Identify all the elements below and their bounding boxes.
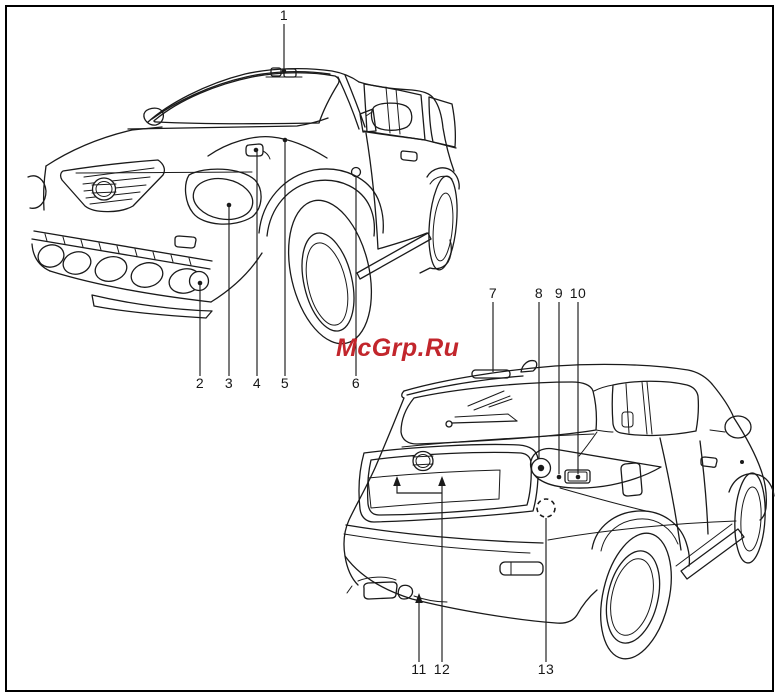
rear-combination-lamp <box>529 447 662 489</box>
side-turn-signal-lamp <box>350 166 362 178</box>
rear-car-illustration <box>343 359 775 660</box>
callout-10-label: 10 <box>569 285 587 301</box>
nissan-badge-rear <box>412 450 434 472</box>
callout-9-label: 9 <box>554 285 564 301</box>
high-mount-stop-lamp <box>471 369 511 379</box>
fuel-filler-lid <box>620 462 643 497</box>
figure-border <box>5 5 774 692</box>
tow-hook <box>346 576 448 603</box>
callout-6-label: 6 <box>351 375 361 391</box>
callout-13-label: 13 <box>537 661 555 677</box>
nissan-badge-front <box>91 177 117 201</box>
callout-1-label: 1 <box>279 7 289 23</box>
front-car-illustration <box>27 67 460 345</box>
callout-4-label: 4 <box>252 375 262 391</box>
door-handle <box>700 456 718 468</box>
door-mirror <box>724 415 752 439</box>
callout-leader-lines <box>197 24 581 662</box>
roof-fin-antenna <box>520 359 538 373</box>
callout-2-label: 2 <box>195 375 205 391</box>
callout-8-label: 8 <box>534 285 544 301</box>
rear-wiper <box>445 413 518 428</box>
callout-11-label: 11 <box>411 661 427 677</box>
callout-5-label: 5 <box>280 375 290 391</box>
callout-7-label: 7 <box>488 285 498 301</box>
watermark: McGrp.Ru <box>336 334 460 362</box>
callout-3-label: 3 <box>224 375 234 391</box>
rear-reflector <box>499 561 544 576</box>
callout-12-label: 12 <box>433 661 451 677</box>
rear-sensor-location <box>536 498 556 518</box>
